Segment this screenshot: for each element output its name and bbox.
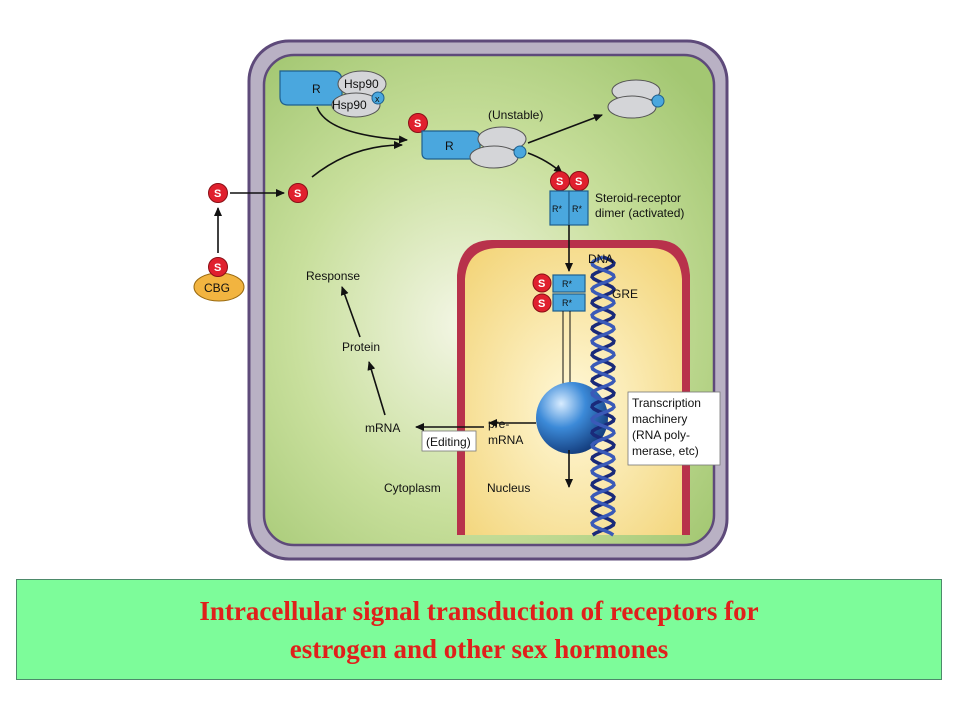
cbg-complex: CBG S [193,257,245,302]
x-label: x [375,94,380,104]
caption-line1: Intracellular signal transduction of rec… [199,595,759,626]
steroid-s-cytoplasm [288,183,308,203]
x-protein-unstable [513,145,527,159]
transcription-box [627,391,721,466]
bound-r-bottom [552,293,586,312]
dimer-r-left-label: R* [552,204,562,214]
steroid-s-cbg [208,257,228,277]
dna-strand-a [590,255,616,537]
cytoplasm-steroid: S [288,183,308,203]
steroid-s-outside [208,183,228,203]
caption-title: Intracellular signal transduction of rec… [199,592,758,668]
receptor-r-label: R [312,82,321,96]
bound-r-top-label: R* [562,279,572,289]
dna-label: DNA [588,252,613,266]
dimer-r-right-label: R* [572,204,582,214]
bound-s-bottom-label: S [538,298,545,310]
hsp90-bottom-label: Hsp90 [332,98,367,112]
arrow-mrna-to-protein [367,361,386,416]
caption-box: Intracellular signal transduction of rec… [16,579,942,680]
rna-polymerase [536,382,608,454]
dimer-r-right [568,190,589,226]
arrow-to-released-hsp90 [527,114,603,144]
transcription-line1: Transcription [632,396,701,410]
released-hsp90-bottom [607,95,657,119]
x-protein [371,91,385,105]
steroid-s-cytoplasm-label: S [294,188,301,200]
bound-r-bottom-label: R* [562,298,572,308]
dimer-label-line1: Steroid-receptor [595,191,681,205]
editing-box [421,430,477,452]
caption-line2: estrogen and other sex hormones [289,633,669,664]
dimer-bound-gre: S S R* R* [532,273,586,313]
released-x-protein [651,94,665,108]
steroid-s-outside-label: S [214,188,221,200]
hsp90-unstable-bottom [469,145,519,169]
dimer-s-left-label: S [556,176,563,188]
arrow-to-dimer [527,152,563,174]
unstable-label: (Unstable) [488,108,543,122]
activated-dimer: S S R* R* Steroid-receptor dimer (activa… [549,171,684,226]
dimer-s-right-label: S [575,176,582,188]
gre-label: GRE [612,287,638,301]
arrow-complex-to-unstable [316,106,408,144]
unstable-complex: S R (Unstable) [408,108,543,169]
cbg-label: CBG [204,281,230,295]
receptor-r-unstable-label: R [445,139,454,153]
bound-s-bottom [532,293,552,313]
response-label: Response [306,269,360,283]
bound-s-top [532,273,552,293]
bound-r-top [552,274,586,293]
protein-label: Protein [342,340,380,354]
bound-s-top-label: S [538,278,545,290]
hsp90-top-label: Hsp90 [344,77,379,91]
nucleus-label: Nucleus [487,481,530,495]
steroid-s-unstable [408,113,428,133]
dna-strand-b [590,255,616,537]
transcription-line3: (RNA poly- [632,428,690,442]
pre-mrna-line1: pre- [488,417,509,431]
steroid-s-cbg-label: S [214,262,221,274]
steroid-s-unstable-label: S [414,118,421,130]
arrow-protein-to-response [340,286,361,338]
arrow-s-to-receptor [311,141,403,178]
hsp90-bottom [331,92,381,118]
mrna-label: mRNA [365,421,400,435]
dimer-label-line2: dimer (activated) [595,206,684,220]
editing-label: (Editing) [426,435,471,449]
transcription-line4: merase, etc) [632,444,699,458]
signal-transduction-diagram: R Hsp90 Hsp90 x S R (Unstable) S S R [192,35,733,562]
pre-mrna-line2: mRNA [488,433,523,447]
dna-helix [590,255,616,537]
released-hsp90 [607,79,665,119]
cytoplasm-label: Cytoplasm [384,481,441,495]
receptor-hsp90-complex: R Hsp90 Hsp90 x [279,70,387,118]
extracellular-steroid: S [208,183,228,203]
transcription-line2: machinery [632,412,687,426]
